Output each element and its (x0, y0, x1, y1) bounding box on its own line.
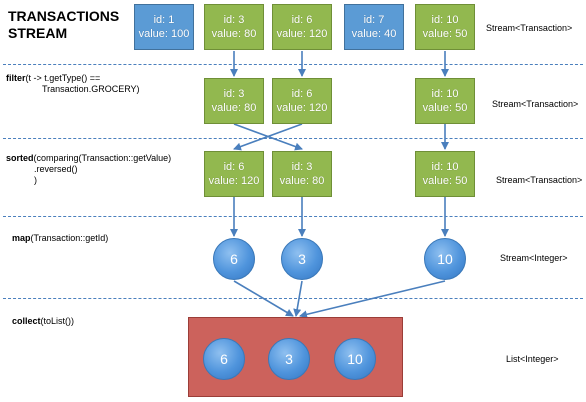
sorted-item-3-value: value: 50 (422, 175, 468, 187)
filter-item-3: id: 10 value: 50 (415, 78, 475, 124)
stream-row-type: Stream<Transaction> (486, 23, 573, 33)
filter-row-type: Stream<Transaction> (492, 99, 579, 109)
stream-item-3-id: id: 6 (291, 14, 313, 26)
separator-2 (3, 138, 583, 139)
stream-item-4-value: value: 40 (351, 28, 397, 40)
map-row-type: Stream<Integer> (500, 253, 568, 263)
stream-item-3: id: 6 value: 120 (272, 4, 332, 50)
separator-4 (3, 298, 583, 299)
stream-item-3-value: value: 120 (276, 28, 328, 40)
map-op-name: map (12, 233, 31, 243)
filter-item-1-id: id: 3 (223, 88, 245, 100)
arrow-filter-to-sorted-3 (233, 123, 303, 151)
filter-item-2-id: id: 6 (291, 88, 313, 100)
collect-item-1: 6 (203, 338, 245, 380)
collect-op-args: (toList()) (40, 316, 75, 326)
filter-item-3-value: value: 50 (422, 102, 468, 114)
separator-1 (3, 64, 583, 65)
sorted-item-3: id: 10 value: 50 (415, 151, 475, 197)
sorted-operation: sorted(comparing(Transaction::getValue) … (6, 153, 171, 186)
stream-item-2-id: id: 3 (223, 14, 245, 26)
sorted-item-2: id: 3 value: 80 (272, 151, 332, 197)
sorted-item-1: id: 6 value: 120 (204, 151, 264, 197)
stream-item-5: id: 10 value: 50 (415, 4, 475, 50)
stream-item-1: id: 1 value: 100 (134, 4, 194, 50)
sorted-op-line-2: .reversed() (34, 164, 78, 174)
filter-op-line-1: (t -> t.getType() == (25, 73, 101, 83)
filter-item-2: id: 6 value: 120 (272, 78, 332, 124)
collect-operation: collect(toList()) (12, 316, 74, 327)
filter-operation: filter(t -> t.getType() == Transaction.G… (6, 73, 140, 95)
sorted-row-type: Stream<Transaction> (496, 175, 583, 185)
sorted-item-3-id: id: 10 (431, 161, 459, 173)
map-item-2: 3 (281, 238, 323, 280)
sorted-item-1-id: id: 6 (223, 161, 245, 173)
filter-item-1: id: 3 value: 80 (204, 78, 264, 124)
filter-op-name: filter (6, 73, 26, 83)
stream-item-2: id: 3 value: 80 (204, 4, 264, 50)
stream-item-1-id: id: 1 (153, 14, 175, 26)
sorted-item-1-value: value: 120 (208, 175, 260, 187)
collect-item-3: 10 (334, 338, 376, 380)
filter-op-line-2: Transaction.GROCERY) (42, 84, 140, 94)
separator-3 (3, 216, 583, 217)
sorted-op-name: sorted (6, 153, 34, 163)
title-line-2: STREAM (8, 25, 68, 41)
collect-op-name: collect (12, 316, 41, 326)
filter-item-2-value: value: 120 (276, 102, 328, 114)
stream-item-5-value: value: 50 (422, 28, 468, 40)
map-item-1: 6 (213, 238, 255, 280)
collect-row-type: List<Integer> (506, 354, 559, 364)
stream-item-4: id: 7 value: 40 (344, 4, 404, 50)
sorted-item-2-value: value: 80 (279, 175, 325, 187)
map-op-args: (Transaction::getId) (30, 233, 109, 243)
map-operation: map(Transaction::getId) (12, 233, 108, 244)
sorted-item-2-id: id: 3 (291, 161, 313, 173)
stream-item-5-id: id: 10 (431, 14, 459, 26)
stream-item-1-value: value: 100 (138, 28, 190, 40)
stream-item-4-id: id: 7 (363, 14, 385, 26)
arrow-filter-to-sorted-6 (233, 123, 303, 151)
map-item-3: 10 (424, 238, 466, 280)
filter-item-1-value: value: 80 (211, 102, 257, 114)
sorted-op-line-3: ) (34, 175, 37, 185)
stream-item-2-value: value: 80 (211, 28, 257, 40)
collect-item-2: 3 (268, 338, 310, 380)
filter-item-3-id: id: 10 (431, 88, 459, 100)
diagram-title: TRANSACTIONS STREAM (8, 8, 138, 42)
sorted-op-line-1: (comparing(Transaction::getValue) (33, 153, 172, 163)
title-line-1: TRANSACTIONS (8, 8, 120, 24)
